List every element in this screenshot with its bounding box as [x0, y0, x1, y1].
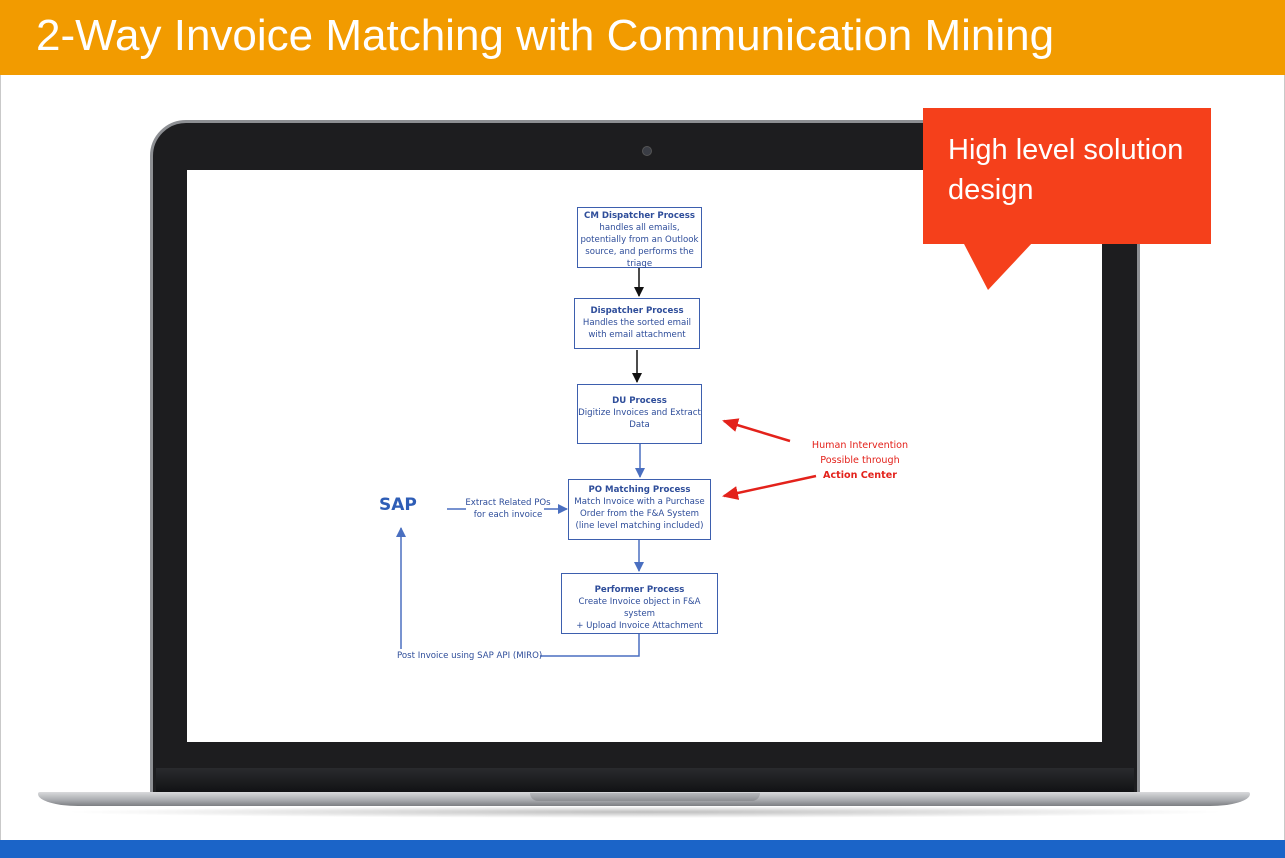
- extract-pos-label: Extract Related POs for each invoice: [462, 497, 554, 521]
- box-po-matching: PO Matching Process Match Invoice with a…: [568, 479, 711, 540]
- slide-title: 2-Way Invoice Matching with Communicatio…: [36, 11, 1055, 60]
- box-performer-title: Performer Process: [594, 585, 685, 595]
- human-intervention-line: Human Intervention: [811, 440, 909, 451]
- action-center-text: Action Center: [823, 470, 897, 481]
- title-bar: 2-Way Invoice Matching with Communicatio…: [0, 0, 1285, 75]
- box-cm-dispatcher: CM Dispatcher Process handles all emails…: [577, 207, 702, 269]
- laptop-notch: [530, 793, 760, 801]
- box-performer-desc: Create Invoice object in F&A system: [578, 597, 701, 619]
- box-cm-dispatcher-desc: potentially from an Outlook: [580, 235, 699, 245]
- arrow-performer-to-sap: [540, 634, 640, 657]
- extract-pos-label-line: for each invoice: [473, 510, 543, 520]
- box-cm-dispatcher-desc: triage: [626, 259, 653, 269]
- laptop-shadow: [60, 806, 1230, 818]
- box-po-matching-desc: (line level matching included): [575, 521, 704, 531]
- callout-text: High level solution design: [948, 134, 1184, 206]
- box-du-title: DU Process: [612, 396, 667, 406]
- red-arrow-to-du: [722, 418, 791, 443]
- laptop-hinge: [156, 768, 1134, 792]
- box-cm-dispatcher-desc: source, and performs the: [585, 247, 694, 257]
- box-po-matching-title: PO Matching Process: [588, 485, 691, 495]
- box-dispatcher: Dispatcher Process Handles the sorted em…: [574, 298, 700, 349]
- camera-icon: [642, 146, 652, 156]
- extract-pos-label-line: Extract Related POs: [465, 498, 551, 508]
- box-du: DU Process Digitize Invoices and Extract…: [577, 384, 702, 444]
- sap-label: SAP: [379, 495, 417, 515]
- bottom-bar: [0, 840, 1285, 858]
- box-po-matching-desc: Order from the F&A System: [579, 509, 700, 519]
- box-performer-desc: + Upload Invoice Attachment: [576, 621, 703, 631]
- callout-tail: [963, 242, 1033, 290]
- red-arrow-to-po: [722, 474, 817, 500]
- box-dispatcher-desc: with email attachment: [588, 330, 686, 340]
- box-po-matching-desc: Match Invoice with a Purchase: [574, 497, 705, 507]
- human-intervention-note: Human Intervention Possible through Acti…: [790, 438, 930, 483]
- box-cm-dispatcher-title: CM Dispatcher Process: [584, 211, 695, 221]
- box-dispatcher-title: Dispatcher Process: [590, 306, 684, 316]
- box-du-desc: Data: [629, 420, 650, 430]
- human-intervention-line: Possible through: [820, 455, 900, 466]
- callout-box: High level solution design: [923, 108, 1211, 244]
- post-invoice-label: Post Invoice using SAP API (MIRO): [397, 651, 543, 661]
- box-du-desc: Digitize Invoices and Extract: [578, 408, 701, 418]
- box-performer: Performer Process Create Invoice object …: [561, 573, 718, 634]
- box-cm-dispatcher-desc: handles all emails,: [599, 223, 680, 233]
- box-dispatcher-desc: Handles the sorted email: [582, 318, 692, 328]
